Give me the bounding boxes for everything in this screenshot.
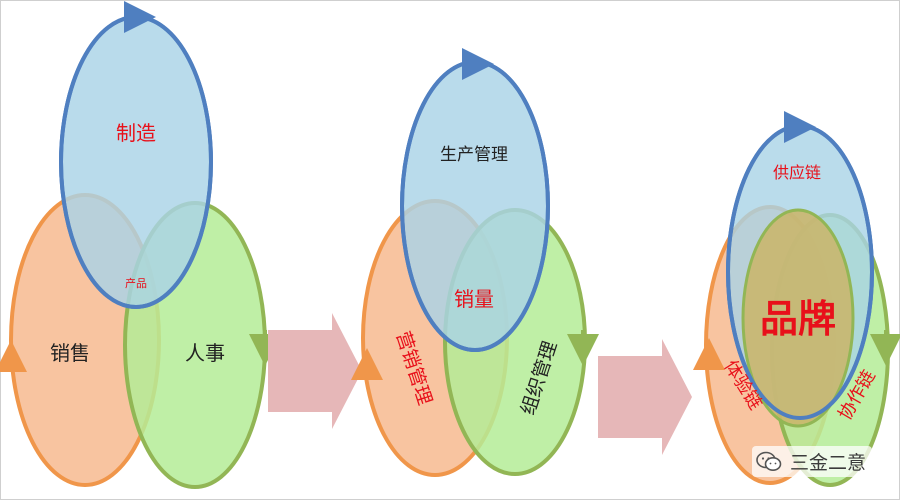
venn-1-top-label: 制造 bbox=[116, 121, 156, 145]
venn-1-center-label: 产品 bbox=[125, 276, 147, 290]
venn-1-left-label: 销售 bbox=[50, 341, 90, 365]
venn-1-right-label: 人事 bbox=[185, 341, 225, 365]
venn-2: 生产管理 销量 营销管理 组织管理 bbox=[351, 48, 599, 477]
flow-arrow-1 bbox=[268, 313, 362, 429]
venn-2-center-label: 销量 bbox=[454, 287, 494, 311]
venn-3-top-label: 供应链 bbox=[773, 163, 821, 182]
venn-1: 制造 销售 人事 产品 bbox=[0, 1, 281, 489]
watermark: 三金二意 bbox=[752, 446, 873, 477]
venn-3-center-label: 品牌 bbox=[760, 297, 836, 341]
venn-3-center-circle bbox=[741, 208, 855, 428]
flow-arrow-2 bbox=[598, 339, 692, 455]
venn-2-top-label: 生产管理 bbox=[440, 145, 508, 165]
wechat-icon bbox=[756, 451, 782, 473]
venn-3: 供应链 品牌 体验链 协作链 bbox=[693, 111, 900, 487]
watermark-text: 三金二意 bbox=[790, 452, 867, 474]
